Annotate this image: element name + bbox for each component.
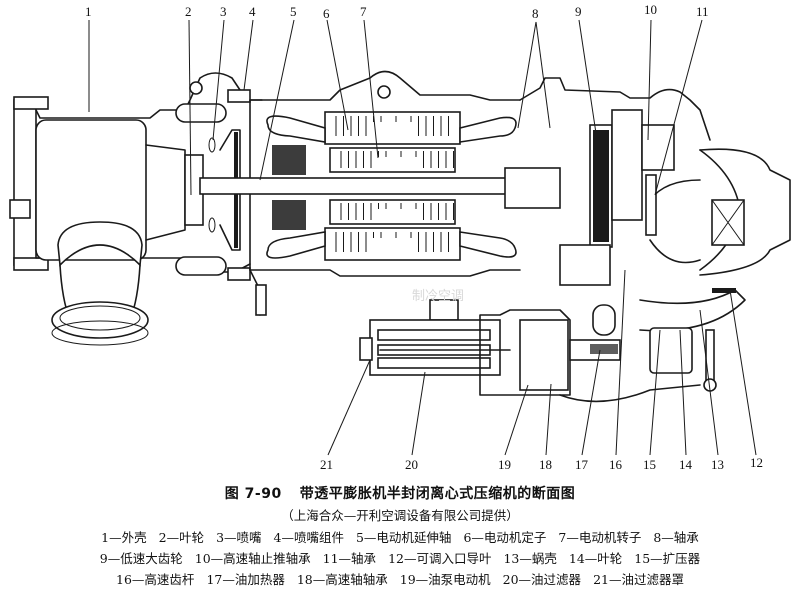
callout-21: 21	[320, 457, 333, 472]
callout-5: 5	[290, 4, 297, 19]
figure-caption: 图 7-90 带透平膨胀机半封闭离心式压缩机的断面图 （上海合众—开利空调设备有限…	[0, 483, 800, 590]
figure-source: （上海合众—开利空调设备有限公司提供）	[281, 508, 519, 523]
gearbox	[504, 77, 711, 286]
bottom-leader-lines	[327, 269, 757, 456]
top-leader-lines	[88, 19, 703, 196]
top-callouts: 1 2 3 4 5 6 7 8 9 10 11	[85, 2, 709, 21]
callout-10: 10	[644, 2, 657, 17]
legend-item-2: 2—叶轮	[158, 530, 205, 545]
legend-item-9: 9—低速大齿轮	[99, 551, 183, 566]
legend-row: 9—低速大齿轮 10—高速轴止推轴承 11—轴承 12—可调入口导叶 13—蜗壳 14—叶…	[0, 548, 800, 569]
legend-item-17: 17—油加热器	[206, 572, 285, 587]
callout-9: 9	[575, 4, 582, 19]
legend-item-21: 21—油过滤器罩	[593, 572, 684, 587]
callout-6: 6	[323, 6, 330, 21]
legend-row: 16—高速齿杆 17—油加热器 18—高速轴轴承 19—油泵电动机 20—油过滤器 21—…	[0, 569, 800, 590]
callout-19: 19	[498, 457, 511, 472]
bottom-callouts: 21 20 19 18 17 16 15 14 13 12	[320, 455, 763, 472]
callout-12: 12	[750, 455, 763, 470]
legend-item-1: 1—外壳	[101, 530, 147, 545]
callout-1: 1	[85, 4, 92, 19]
callout-11: 11	[696, 4, 709, 19]
suction-elbow	[51, 221, 149, 346]
legend-item-20: 20—油过滤器	[502, 572, 582, 587]
callout-2: 2	[185, 4, 192, 19]
callout-4: 4	[249, 4, 256, 19]
legend-item-18: 18—高速轴轴承	[296, 572, 388, 587]
callout-20: 20	[405, 457, 418, 472]
legend-item-10: 10—高速轴止推轴承	[194, 551, 311, 566]
callout-7: 7	[360, 4, 367, 19]
callout-3: 3	[220, 4, 227, 19]
legend-item-15: 15—扩压器	[634, 551, 701, 566]
legend-item-8: 8—轴承	[653, 530, 699, 545]
legend-item-13: 13—蜗壳	[503, 551, 557, 566]
legend-item-12: 12—可调入口导叶	[388, 551, 492, 566]
figure-title-line: 图 7-90 带透平膨胀机半封闭离心式压缩机的断面图	[0, 483, 800, 505]
callout-8: 8	[532, 6, 539, 21]
legend-item-7: 7—电动机转子	[558, 530, 642, 545]
compressor-cross-section-figure: 制冷空调 1 2 3 4 5 6 7 8 9	[9, 2, 791, 472]
legend-item-14: 14—叶轮	[568, 551, 623, 566]
legend-item-4: 4—喷嘴组件	[273, 530, 344, 545]
compressor-stage	[639, 148, 791, 392]
callout-14: 14	[679, 457, 693, 472]
callout-17: 17	[575, 457, 589, 472]
legend-item-19: 19—油泵电动机	[399, 572, 491, 587]
legend: 1—外壳 2—叶轮 3—喷嘴 4—喷嘴组件 5—电动机延伸轴 6—电动机定子 7—电动机转子…	[0, 527, 800, 590]
callout-18: 18	[539, 457, 552, 472]
motor-housing	[199, 70, 531, 277]
oil-system	[249, 269, 701, 403]
cross-section-drawing: 制冷空调 1 2 3 4 5 6 7 8 9	[9, 2, 791, 472]
legend-row: 1—外壳 2—叶轮 3—喷嘴 4—喷嘴组件 5—电动机延伸轴 6—电动机定子 7—电动机转子…	[0, 527, 800, 548]
callout-13: 13	[711, 457, 724, 472]
legend-item-16: 16—高速齿杆	[116, 572, 195, 587]
callout-15: 15	[643, 457, 656, 472]
watermark-text: 制冷空调	[412, 289, 464, 304]
legend-item-6: 6—电动机定子	[463, 530, 547, 545]
callout-16: 16	[609, 457, 623, 472]
figure-number: 图 7-90	[224, 486, 282, 502]
figure-title: 带透平膨胀机半封闭离心式压缩机的断面图	[299, 486, 576, 502]
legend-item-3: 3—喷嘴	[216, 530, 262, 545]
legend-item-11: 11—轴承	[322, 551, 377, 566]
legend-item-5: 5—电动机延伸轴	[355, 530, 452, 545]
